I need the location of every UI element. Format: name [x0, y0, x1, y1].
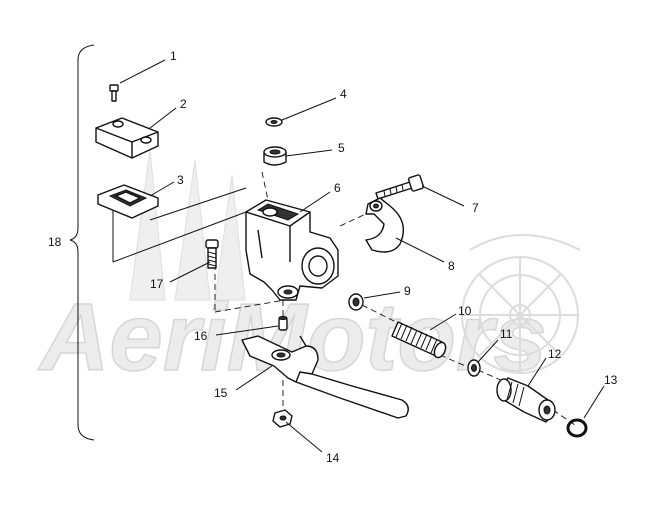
part-6-master-cylinder [245, 199, 339, 301]
part-1-screw [109, 84, 119, 102]
part-3-diaphragm [97, 184, 159, 219]
assembly-bracket [69, 44, 95, 441]
callout-12: 12 [548, 347, 562, 361]
part-7-bolt [375, 174, 425, 200]
callout-11: 11 [500, 327, 513, 341]
part-13-o-ring [566, 418, 588, 438]
part-8-clamp [365, 197, 404, 253]
part-16-bushing [278, 316, 288, 331]
reservoir-guide-lines [112, 171, 576, 426]
callout-8: 8 [448, 259, 455, 273]
callout-1: 1 [170, 49, 177, 63]
callout-15: 15 [214, 386, 228, 400]
callout-labels: 1 2 3 4 5 6 7 8 9 10 11 12 13 14 15 16 1… [48, 49, 618, 465]
callout-13: 13 [604, 373, 618, 387]
callout-17: 17 [150, 277, 164, 291]
leader-lines [119, 59, 605, 453]
callout-9: 9 [404, 284, 411, 298]
watermark-text: AeriMotors [38, 284, 547, 391]
callout-6: 6 [334, 181, 341, 195]
part-4-washer [265, 117, 283, 127]
callout-14: 14 [326, 451, 340, 465]
callout-18: 18 [48, 235, 62, 249]
part-17-pivot-bolt [205, 239, 219, 269]
callout-3: 3 [177, 173, 184, 187]
part-5-sleeve [263, 146, 287, 166]
callout-16: 16 [194, 329, 208, 343]
callout-2: 2 [180, 97, 187, 111]
part-11-washer [467, 359, 481, 377]
callout-10: 10 [458, 304, 472, 318]
callout-4: 4 [340, 87, 347, 101]
part-9-washer [348, 293, 364, 311]
part-2-reservoir-cap [95, 117, 159, 159]
callout-5: 5 [338, 141, 345, 155]
watermark: AeriMotors [37, 149, 581, 392]
callout-7: 7 [472, 201, 479, 215]
part-12-piston [496, 377, 556, 423]
part-10-spring [391, 321, 447, 359]
part-15-lever [241, 335, 409, 419]
